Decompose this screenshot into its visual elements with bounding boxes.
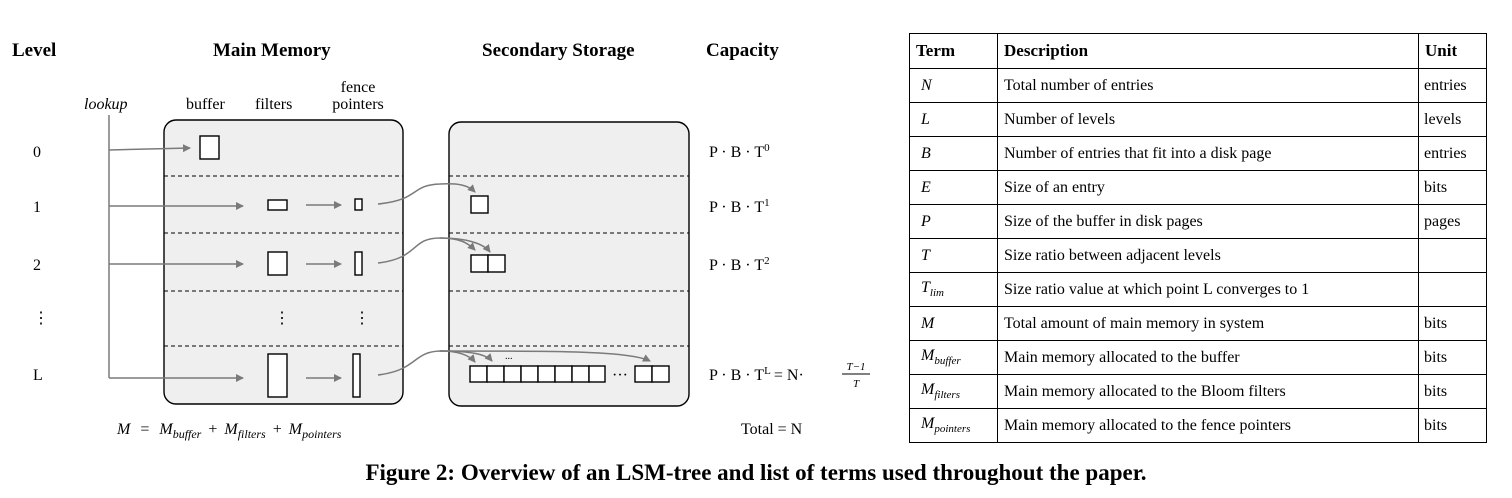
run-level-L-pages [469, 365, 670, 383]
description-cell: Number of entries that fit into a disk p… [997, 136, 1419, 171]
filters-vdots: ⋮ [274, 310, 290, 327]
total-capacity: Total = N [741, 421, 803, 438]
term-cell: Tlim [909, 272, 998, 307]
run-level-2-page [470, 254, 489, 273]
description-cell: Main memory allocated to the buffer [997, 340, 1419, 375]
capacity-level-1: P · B · T1 [709, 197, 770, 216]
unit-cell: bits [1418, 374, 1487, 409]
header-capacity: Capacity [706, 40, 779, 61]
unit-cell: pages [1418, 204, 1487, 239]
description-cell: Size of an entry [997, 170, 1419, 205]
unit-cell: bits [1418, 408, 1487, 443]
term-cell: P [909, 204, 998, 239]
buffer-page [199, 135, 220, 160]
unit-cell: entries [1418, 68, 1487, 103]
fence-level-1 [354, 198, 363, 211]
term-cell: E [909, 170, 998, 205]
description-cell: Main memory allocated to the Bloom filte… [997, 374, 1419, 409]
term-cell: T [909, 238, 998, 273]
run-level-2-page [487, 254, 506, 273]
term-cell: Mpointers [909, 408, 998, 443]
level-2: 2 [33, 257, 41, 274]
run-level-1-page [470, 195, 489, 214]
term-cell: M [909, 306, 998, 341]
fraction-numerator: T−1 [846, 361, 865, 373]
unit-cell: bits [1418, 340, 1487, 375]
capacity-level-2: P · B · T2 [709, 255, 770, 274]
term-cell: Mfilters [909, 374, 998, 409]
run-ellipsis-mid: ··· [612, 367, 628, 384]
description-cell: Size of the buffer in disk pages [997, 204, 1419, 239]
level-dots: ⋮ [33, 310, 49, 327]
fence-level-2 [354, 251, 363, 276]
buffer-label: buffer [186, 96, 225, 113]
header-description: Description [997, 33, 1419, 69]
description-cell: Main memory allocated to the fence point… [997, 408, 1419, 443]
unit-cell: bits [1418, 306, 1487, 341]
header-main-memory: Main Memory [213, 40, 331, 61]
header-level: Level [12, 40, 56, 61]
fence-label-line1: fence [341, 79, 376, 96]
fraction-denominator: T [853, 378, 860, 390]
level-L: L [33, 367, 43, 384]
capacity-level-0: P · B · T0 [709, 142, 770, 161]
description-cell: Size ratio value at which point L conver… [997, 272, 1419, 307]
lookup-label: lookup [84, 96, 128, 113]
description-cell: Total number of entries [997, 68, 1419, 103]
level-0: 0 [33, 144, 41, 161]
term-cell: Mbuffer [909, 340, 998, 375]
fence-level-L [352, 353, 361, 398]
run-ellipsis-top: ... [505, 351, 513, 362]
fence-vdots: ⋮ [354, 310, 370, 327]
description-cell: Total amount of main memory in system [997, 306, 1419, 341]
term-cell: N [909, 68, 998, 103]
unit-cell: bits [1418, 170, 1487, 205]
term-cell: L [909, 102, 998, 137]
filters-label: filters [255, 96, 292, 113]
unit-cell: entries [1418, 136, 1487, 171]
unit-cell: levels [1418, 102, 1487, 137]
capacity-level-L: P · B · TL= N· [709, 365, 804, 384]
fence-label-line2: pointers [332, 96, 384, 113]
level-1: 1 [33, 199, 41, 216]
filter-level-2 [267, 251, 288, 276]
lookup-arrows [108, 115, 651, 382]
filter-level-L [267, 353, 288, 398]
table-header-row: Term Description Unit [909, 33, 1487, 69]
term-cell: B [909, 136, 998, 171]
lsm-tree-diagram: Level Main Memory Secondary Storage Capa… [12, 40, 870, 442]
header-unit: Unit [1418, 33, 1487, 69]
description-cell: Size ratio between adjacent levels [997, 238, 1419, 273]
unit-cell [1418, 272, 1487, 307]
filter-level-1 [267, 199, 288, 211]
description-cell: Number of levels [997, 102, 1419, 137]
header-secondary-storage: Secondary Storage [482, 40, 635, 61]
figure-caption: Figure 2: Overview of an LSM-tree and li… [365, 460, 1147, 485]
secondary-storage-box [448, 121, 690, 407]
unit-cell [1418, 238, 1487, 273]
header-term: Term [909, 33, 998, 69]
memory-equation: M = Mbuffer + Mfilters + Mpointers [116, 421, 342, 442]
